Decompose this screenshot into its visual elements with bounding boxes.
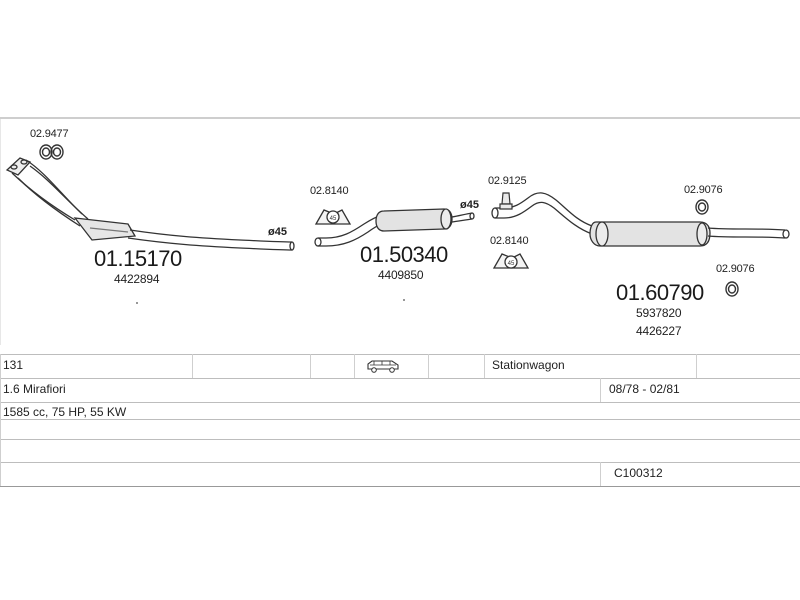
gasket-part-front[interactable] bbox=[39, 144, 64, 160]
svg-text:45: 45 bbox=[330, 216, 337, 222]
diameter-label-mid: ø45 bbox=[460, 199, 479, 211]
station-wagon-icon bbox=[366, 358, 400, 374]
clamp-mid-label: 02.8140 bbox=[310, 185, 349, 197]
engine-cell: 1585 cc, 75 HP, 55 KW bbox=[3, 405, 127, 419]
ring-part-rear-bottom[interactable] bbox=[725, 281, 739, 297]
oem-number-middle-muffler: 4409850 bbox=[378, 268, 424, 282]
clamp-part-rear-bottom[interactable]: 45 bbox=[492, 253, 530, 269]
clamp-part-mid[interactable]: 45 bbox=[314, 209, 352, 225]
clamp-rear-top-label: 02.9125 bbox=[488, 175, 527, 187]
variant-cell: 1.6 Mirafiori bbox=[3, 382, 66, 396]
code-cell: C100312 bbox=[614, 466, 663, 480]
period-cell: 08/78 - 02/81 bbox=[609, 382, 680, 396]
part-number-rear-muffler: 01.60790 bbox=[616, 280, 704, 305]
part-number-middle-muffler: 01.50340 bbox=[360, 242, 448, 267]
rear-muffler-part[interactable] bbox=[491, 192, 790, 247]
oem-number-rear-muffler-1: 5937820 bbox=[636, 306, 682, 320]
oem-number-front-pipe: 4422894 bbox=[114, 272, 160, 286]
ring-part-rear-top[interactable] bbox=[695, 199, 709, 215]
body-type-cell: Stationwagon bbox=[492, 358, 565, 372]
gasket-front-label: 02.9477 bbox=[30, 128, 69, 140]
ring-rear-bottom-label: 02.9076 bbox=[716, 263, 755, 275]
diameter-label-front: ø45 bbox=[268, 226, 287, 238]
svg-text:45: 45 bbox=[508, 261, 515, 267]
oem-number-rear-muffler-2: 4426227 bbox=[636, 324, 682, 338]
part-number-front-pipe: 01.15170 bbox=[94, 246, 182, 271]
ring-rear-top-label: 02.9076 bbox=[684, 184, 723, 196]
clamp-rear-bottom-label: 02.8140 bbox=[490, 235, 529, 247]
front-pipe-part[interactable] bbox=[5, 157, 295, 251]
clamp-part-rear-top[interactable] bbox=[499, 192, 513, 210]
middle-muffler-part[interactable] bbox=[314, 208, 475, 247]
model-cell: 131 bbox=[3, 358, 24, 372]
